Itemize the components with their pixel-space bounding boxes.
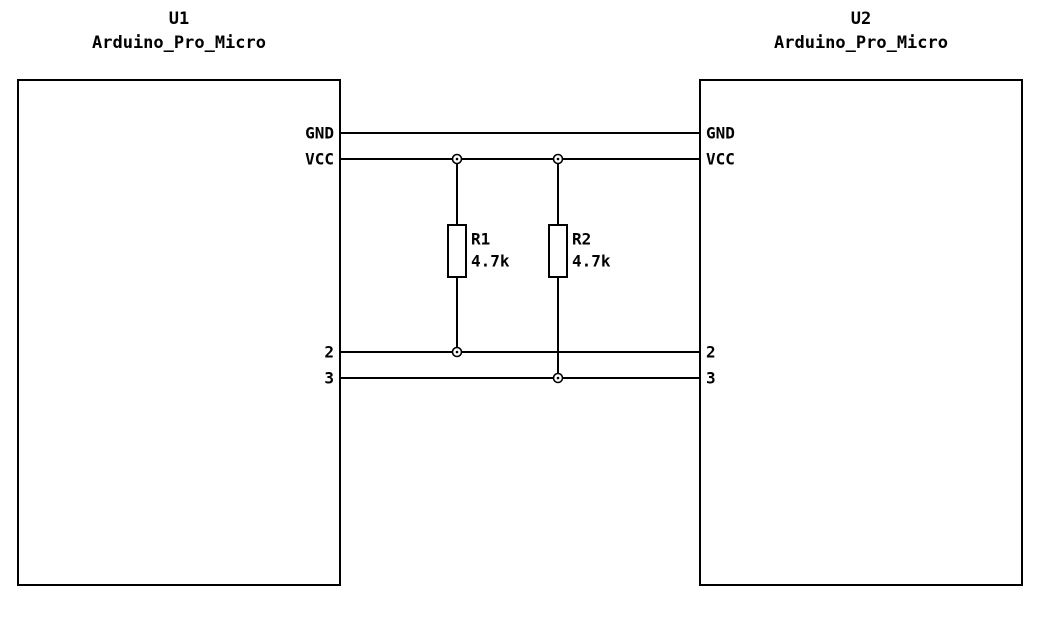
component-u1[interactable]: U1 Arduino_Pro_Micro GND VCC 2 3 (17, 9, 341, 586)
junction-vcc-r2 (552, 153, 564, 165)
r2-value-label: 4.7k (572, 252, 611, 271)
component-u2-value: Arduino_Pro_Micro (774, 33, 948, 53)
component-u2[interactable]: U2 Arduino_Pro_Micro GND VCC 2 3 (699, 9, 1023, 586)
component-u2-ref: U2 (851, 9, 871, 29)
resistor-r2[interactable]: R2 4.7k (548, 159, 611, 378)
junction-vcc-r1 (451, 153, 463, 165)
component-u2-body[interactable] (699, 79, 1023, 586)
junction-net3-r2 (552, 372, 564, 384)
resistor-r1[interactable]: R1 4.7k (447, 159, 510, 352)
u1-pin-3-label: 3 (324, 369, 334, 388)
r2-body[interactable] (548, 224, 568, 278)
u1-pin-gnd-label: GND (305, 124, 334, 143)
r1-value-label: 4.7k (471, 252, 510, 271)
u2-pin-2-label: 2 (706, 343, 716, 362)
u2-pin-vcc-label: VCC (706, 150, 735, 169)
component-u1-value: Arduino_Pro_Micro (92, 33, 266, 53)
component-u1-body[interactable] (17, 79, 341, 586)
junction-net2-r1 (451, 346, 463, 358)
component-u1-ref: U1 (169, 9, 189, 29)
u1-pin-2-label: 2 (324, 343, 334, 362)
u1-pin-vcc-label: VCC (305, 150, 334, 169)
u2-pin-gnd-label: GND (706, 124, 735, 143)
u2-pin-3-label: 3 (706, 369, 716, 388)
r1-ref-label: R1 (471, 230, 490, 249)
r2-ref-label: R2 (572, 230, 591, 249)
r1-body[interactable] (447, 224, 467, 278)
